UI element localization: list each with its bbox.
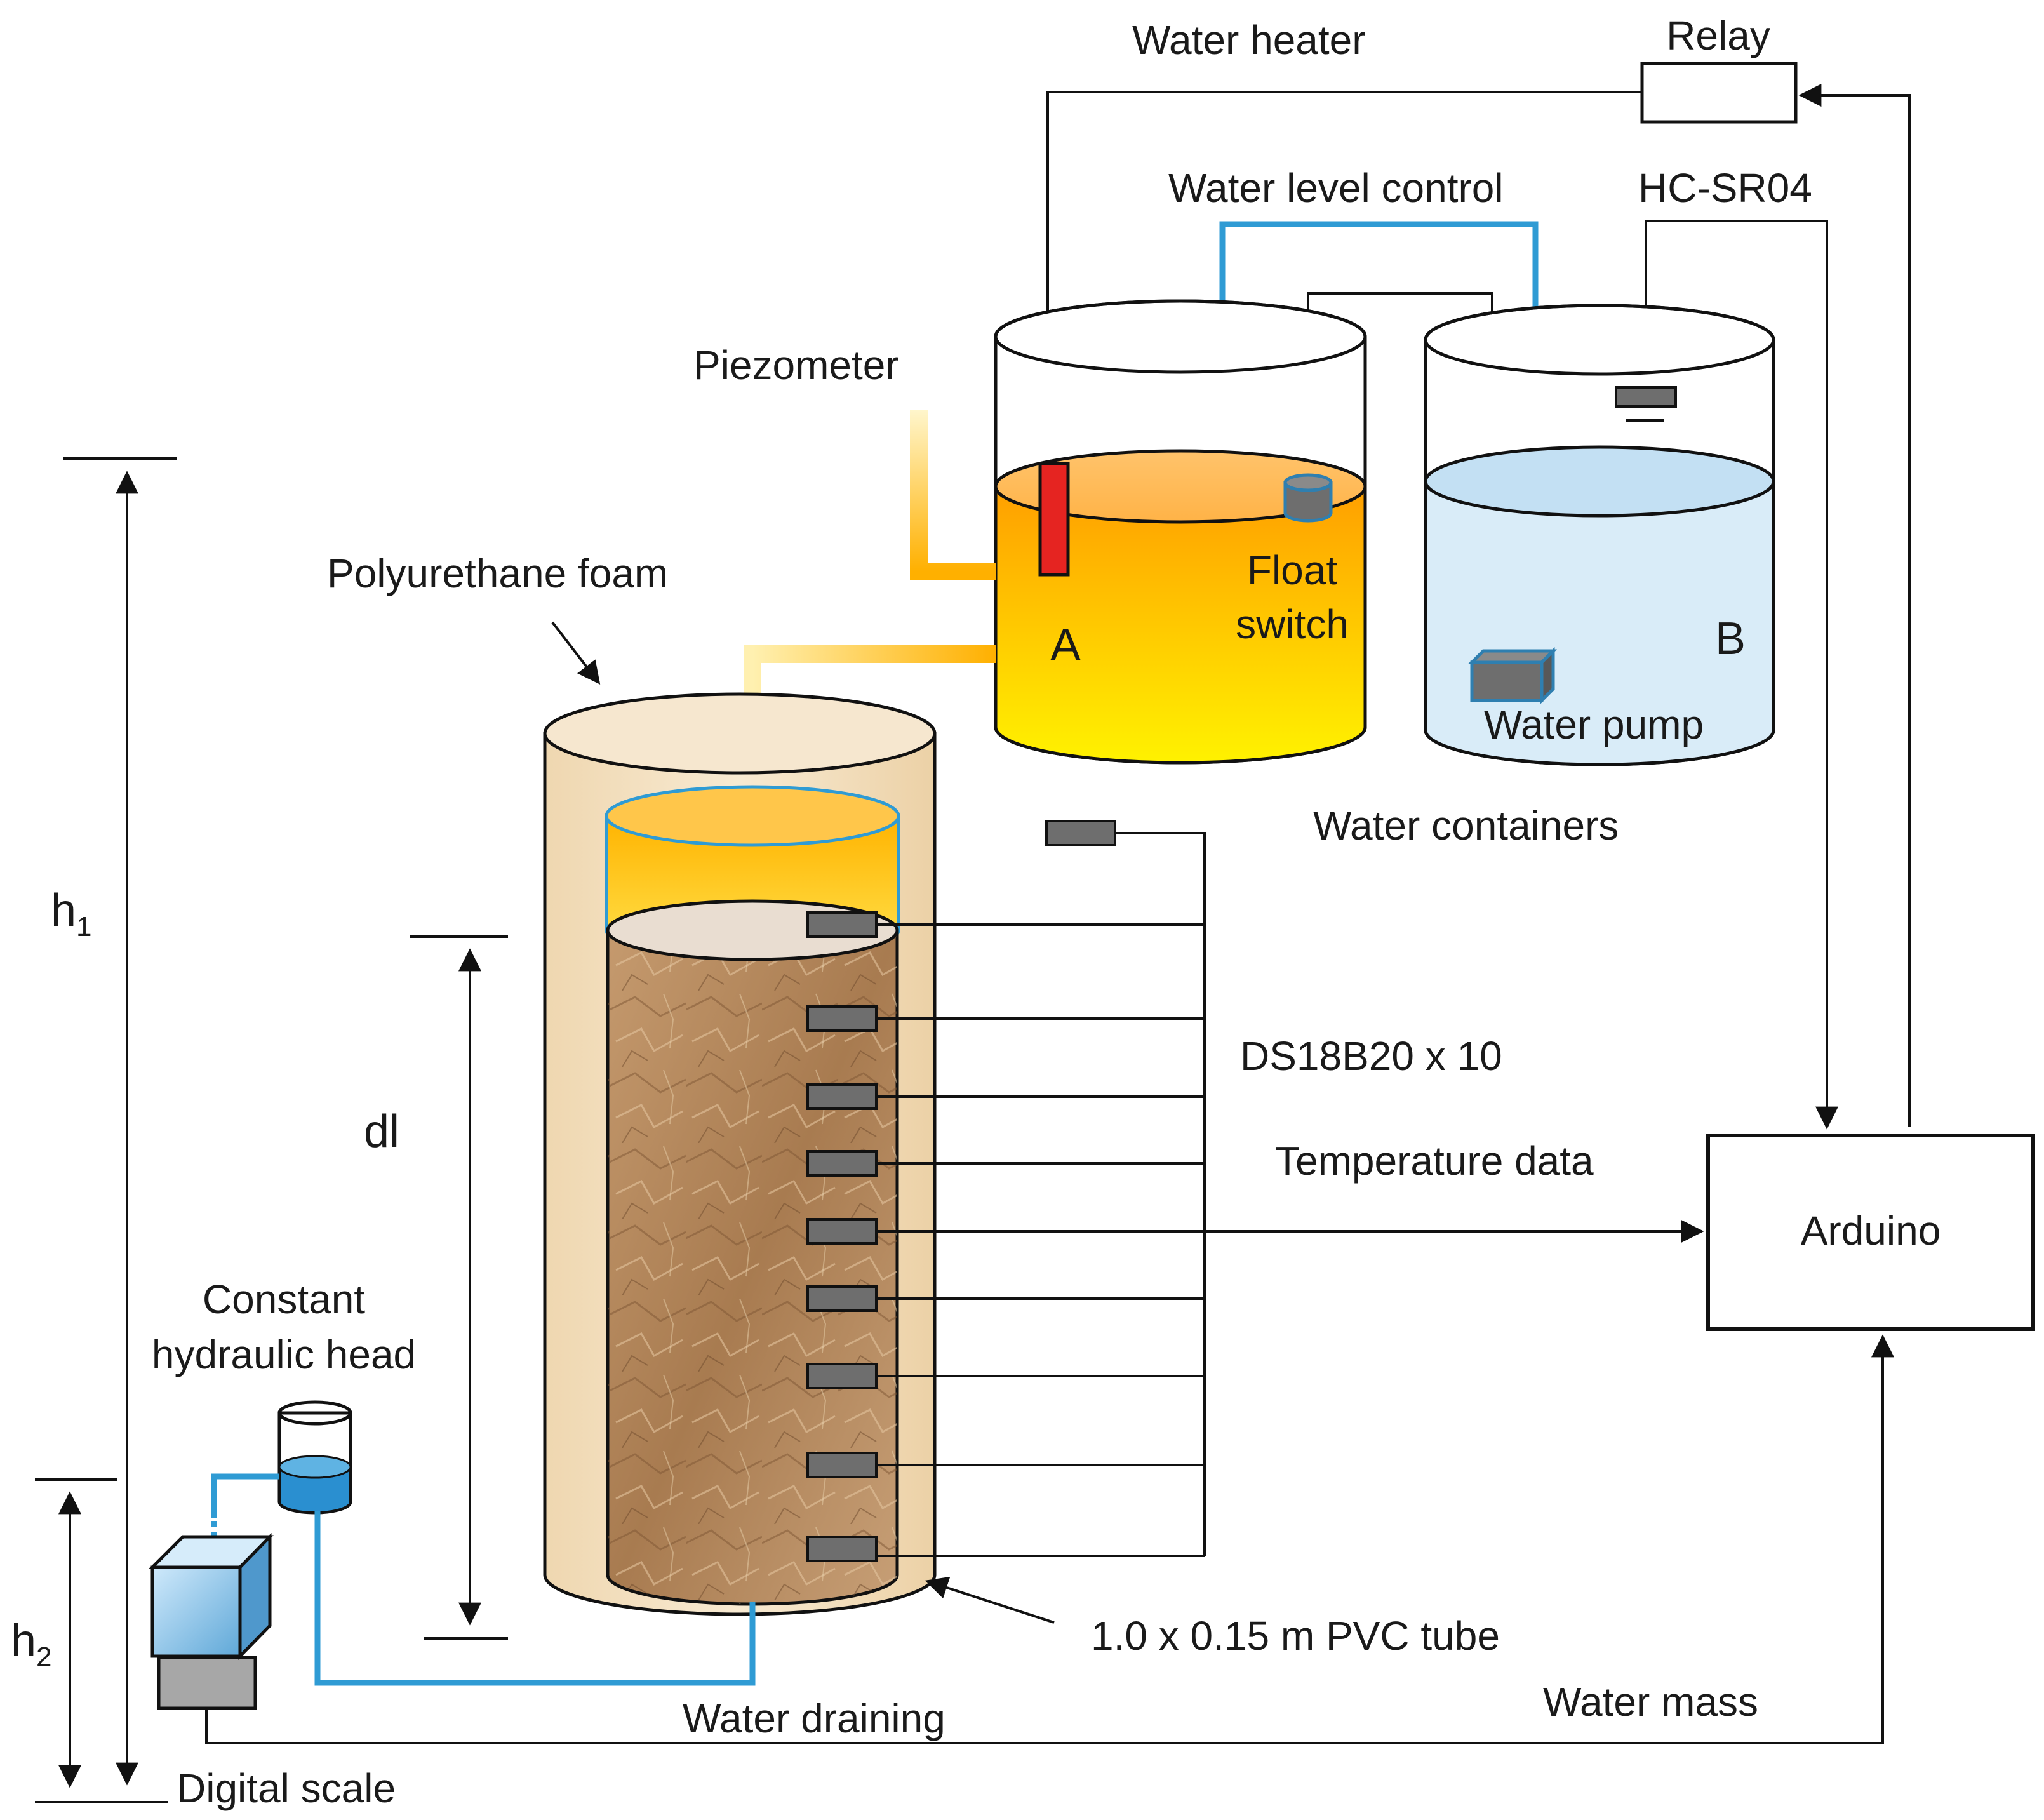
constant-head-label-2: hydraulic head <box>152 1332 416 1377</box>
overflow-line <box>211 1473 279 1518</box>
h1-dimension: h1 <box>51 457 177 1786</box>
pvc-tube-pointer <box>925 1576 1055 1624</box>
float-switch-label-1: Float <box>1247 547 1338 593</box>
dl-label: dl <box>364 1106 399 1157</box>
water-pump <box>1467 646 1558 705</box>
arduino-label: Arduino <box>1801 1208 1941 1254</box>
piezometer-pipe <box>910 410 996 580</box>
container-a: Float switch A <box>994 299 1367 765</box>
temperature-sensors <box>806 820 1704 1562</box>
dl-dimension: dl <box>364 935 508 1640</box>
float-switch-label-2: switch <box>1236 601 1349 647</box>
water-heater <box>1038 462 1070 577</box>
container-b: Water pump B <box>1424 304 1775 766</box>
h2-dimension: h2 <box>11 1478 168 1803</box>
float-switch <box>1283 473 1333 523</box>
temperature-sensor-air <box>1045 820 1206 1556</box>
temperature-sensor <box>806 1083 1205 1110</box>
relay-control-wire <box>1798 84 1911 1127</box>
relay-label: Relay <box>1666 13 1770 58</box>
water-heater-label: Water heater <box>1132 17 1366 63</box>
ds18b20-label: DS18B20 x 10 <box>1240 1033 1502 1079</box>
polyurethane-foam-pointer <box>551 621 601 685</box>
relay: Relay <box>1640 13 1798 124</box>
polyurethane-foam-label: Polyurethane foam <box>327 551 668 596</box>
h2-label: h2 <box>11 1616 52 1673</box>
temperature-data-label: Temperature data <box>1275 1138 1594 1184</box>
collection-box <box>148 1532 274 1661</box>
drain-line <box>314 1511 756 1686</box>
water-pump-label: Water pump <box>1484 702 1704 747</box>
hc-sr04-sensor <box>1615 386 1677 422</box>
arduino: Arduino <box>1706 1134 2035 1331</box>
hc-sr04-label: HC-SR04 <box>1638 165 1812 211</box>
temperature-sensor <box>806 1452 1205 1478</box>
container-b-label: B <box>1715 613 1746 664</box>
water-level-control-label: Water level control <box>1168 165 1504 211</box>
constant-head-cup <box>277 1400 352 1515</box>
temperature-sensor <box>806 1363 1205 1389</box>
piezometer-label: Piezometer <box>693 342 899 388</box>
water-mass-label: Water mass <box>1543 1679 1758 1725</box>
pvc-tube-label: 1.0 x 0.15 m PVC tube <box>1091 1613 1500 1659</box>
container-a-label: A <box>1050 620 1081 671</box>
water-mass-wire <box>205 1334 1894 1744</box>
pvc-tube <box>543 692 937 1616</box>
temperature-sensor <box>806 1218 1704 1245</box>
digital-scale-label: Digital scale <box>177 1765 396 1811</box>
constant-head-label-1: Constant <box>203 1276 365 1322</box>
digital-scale <box>148 1532 274 1710</box>
h1-label: h1 <box>51 885 92 942</box>
temperature-sensor <box>806 1150 1205 1177</box>
water-containers-label: Water containers <box>1313 803 1619 848</box>
temperature-sensor <box>806 911 1205 938</box>
temperature-sensor <box>806 1005 1205 1032</box>
temperature-sensor <box>806 1536 1205 1562</box>
water-draining-label: Water draining <box>683 1696 945 1741</box>
hc-sr04-wire <box>1645 220 1838 1130</box>
temperature-sensor <box>806 1285 1205 1312</box>
